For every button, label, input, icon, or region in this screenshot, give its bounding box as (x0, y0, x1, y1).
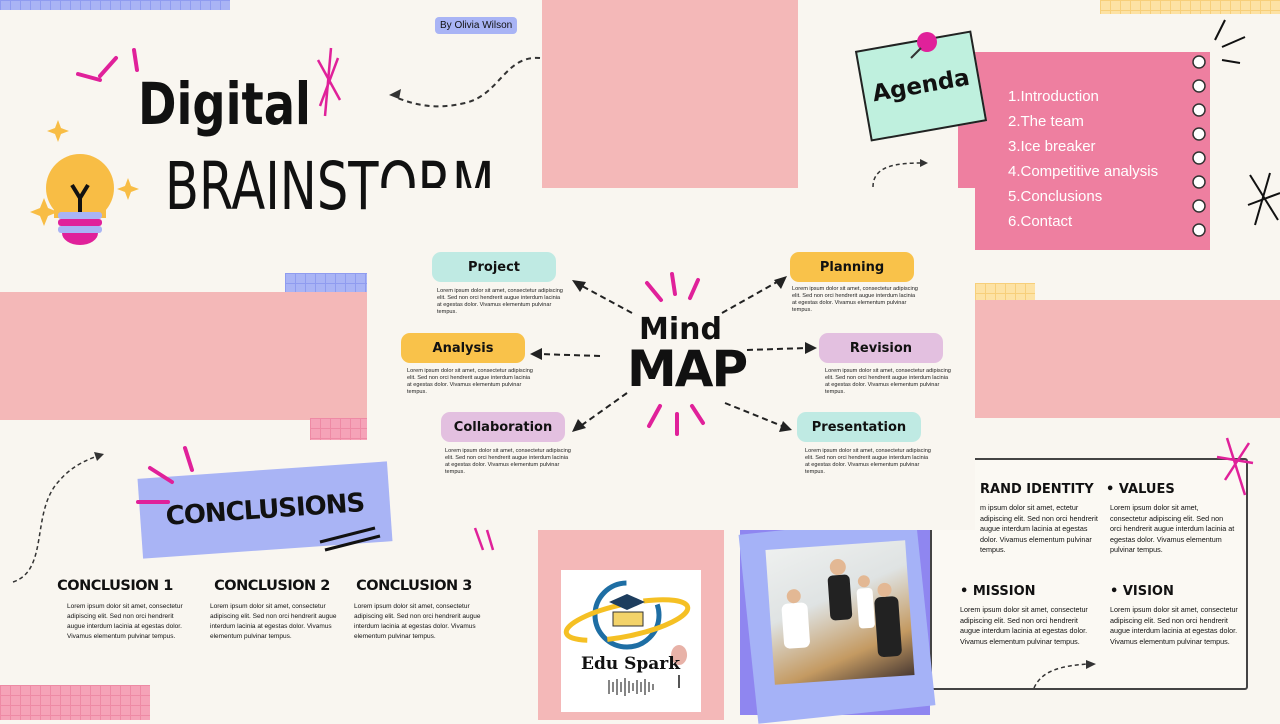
agenda-item[interactable]: 5.Conclusions (1008, 188, 1103, 205)
dashed-arrow-icon (389, 56, 541, 108)
agenda-item[interactable]: 2.The team (1008, 113, 1084, 130)
conclusion-heading: CONCLUSION 1 (57, 578, 173, 594)
brand-identity-card: RAND IDENTITY m ipsum dolor sit amet, ect… (930, 458, 1248, 690)
conclusion-text: Lorem ipsum dolor sit amet, consectetur … (354, 603, 481, 640)
conclusion-heading: CONCLUSION 2 (214, 578, 330, 594)
pink-band (975, 300, 1280, 418)
agenda-item[interactable]: 6.Contact (1008, 213, 1073, 230)
notebook-rings-icon (1192, 55, 1206, 237)
sparkle-lines-icon (1214, 19, 1280, 226)
pushpin-icon (910, 32, 937, 59)
conclusion-column: CONCLUSION 2 Lorem ipsum dolor sit amet, … (202, 578, 342, 642)
brand-section-heading: • VALUES (1106, 482, 1175, 497)
node-collaboration[interactable]: Collaboration (441, 412, 565, 442)
torn-paper-decoration (0, 0, 230, 10)
brand-section-text: Lorem ipsum dolor sit amet, consectetur … (1110, 503, 1235, 554)
agenda-item[interactable]: 3.Ice breaker (1008, 138, 1096, 155)
edu-spark-logo: Edu Spark (561, 570, 701, 712)
agenda-item[interactable]: 4.Competitive analysis (1008, 163, 1159, 180)
conclusion-text: Lorem ipsum dolor sit amet, consectetur … (67, 603, 183, 640)
underline-strokes-icon (319, 526, 495, 552)
node-description: Lorem ipsum dolor sit amet, consectetur … (805, 448, 931, 475)
sparkle-lines-icon (136, 446, 194, 504)
node-revision[interactable]: Revision (819, 333, 943, 363)
team-celebration-photo (765, 540, 915, 685)
mind-map-arrows (530, 272, 817, 436)
dashed-arrow-icon (872, 159, 928, 188)
brand-section-text: Lorem ipsum dolor sit amet, consectetur … (1110, 605, 1238, 646)
conclusion-text: Lorem ipsum dolor sit amet, consectetur … (210, 603, 337, 640)
agenda-list: 1.Introduction 2.The team 3.Ice breaker … (1008, 84, 1158, 234)
author-badge: By Olivia Wilson (435, 17, 518, 34)
brand-section: • VISION Lorem ipsum dolor sit amet, cons… (1110, 584, 1240, 647)
node-analysis[interactable]: Analysis (401, 333, 525, 363)
node-project[interactable]: Project (432, 252, 556, 282)
agenda-item[interactable]: 1.Introduction (1008, 88, 1099, 105)
node-description: Lorem ipsum dolor sit amet, consectetur … (445, 448, 571, 475)
torn-paper-decoration (0, 685, 150, 720)
torn-paper-decoration (285, 273, 375, 293)
brand-section: • VALUES Lorem ipsum dolor sit amet, cons… (1106, 482, 1236, 556)
node-description: Lorem ipsum dolor sit amet, consectetur … (792, 286, 918, 313)
mind-map-title-mind: Mind (639, 312, 722, 347)
brand-section-heading: RAND IDENTITY (980, 482, 1094, 497)
agenda-card: 1.Introduction 2.The team 3.Ice breaker … (958, 52, 1210, 250)
conclusion-column: CONCLUSION 3 Lorem ipsum dolor sit amet, … (344, 578, 484, 642)
brand-section: • MISSION Lorem ipsum dolor sit amet, con… (960, 584, 1090, 647)
brand-section-heading: • VISION (1110, 584, 1174, 599)
logo-text: Edu Spark (581, 654, 681, 674)
people-illustration (781, 559, 902, 658)
logo-graphic (563, 580, 691, 696)
brand-section: RAND IDENTITY m ipsum dolor sit amet, ect… (980, 482, 1100, 556)
node-presentation[interactable]: Presentation (797, 412, 921, 442)
dashed-arrow-icon (12, 452, 104, 583)
torn-paper-decoration (975, 283, 1035, 301)
mind-map-title-map: MAP (627, 340, 748, 398)
conclusion-heading: CONCLUSION 3 (356, 578, 472, 594)
node-description: Lorem ipsum dolor sit amet, consectetur … (437, 288, 563, 315)
torn-paper-decoration (1100, 0, 1280, 14)
agenda-title: Agenda (870, 64, 972, 108)
node-planning[interactable]: Planning (790, 252, 914, 282)
sparkle-lines-icon (1216, 437, 1254, 496)
brand-section-text: Lorem ipsum dolor sit amet, consectetur … (960, 605, 1088, 646)
conclusion-column: CONCLUSION 1 Lorem ipsum dolor sit amet, … (45, 578, 185, 642)
mind-map-slide: Mind MAP Project Lorem ipsum dolor sit a… (367, 188, 975, 530)
dashed-arrow-icon (1033, 660, 1096, 689)
pink-band (0, 292, 370, 420)
pink-block (542, 0, 798, 188)
node-description: Lorem ipsum dolor sit amet, consectetur … (825, 368, 951, 395)
brand-section-text: m ipsum dolor sit amet, ectetur adipisci… (980, 503, 1098, 554)
node-description: Lorem ipsum dolor sit amet, consectetur … (407, 368, 533, 395)
lightbulb-icon (30, 47, 342, 245)
brand-section-heading: • MISSION (960, 584, 1036, 599)
torn-paper-decoration (310, 418, 370, 440)
title-digital: Digital (138, 70, 311, 138)
